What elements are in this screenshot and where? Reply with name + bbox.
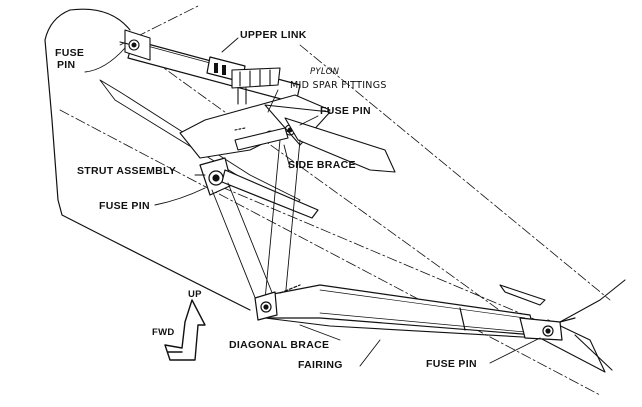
strut-leg-lines bbox=[211, 139, 301, 306]
label-fuse-pin-upper-left-2: PIN bbox=[57, 59, 76, 71]
label-diagonal-brace: DIAGONAL BRACE bbox=[229, 339, 330, 351]
label-mid-spar-fittings: MID SPAR FITTINGS bbox=[290, 80, 387, 91]
label-fairing: FAIRING bbox=[298, 359, 343, 371]
wing-outline bbox=[44, 9, 251, 311]
wing-fin bbox=[284, 117, 396, 173]
pylon-wedge bbox=[499, 279, 626, 371]
upper-link-end-fitting bbox=[119, 29, 151, 61]
label-up: UP bbox=[188, 289, 202, 300]
label-fwd: FWD bbox=[152, 327, 175, 338]
pylon-fitting bbox=[231, 67, 281, 105]
label-fuse-pin-lower-right: FUSE PIN bbox=[426, 358, 477, 370]
diagonal-brace-body bbox=[267, 284, 536, 336]
label-side-brace: SIDE BRACE bbox=[288, 159, 356, 171]
side-brace bbox=[234, 127, 289, 151]
label-fuse-pin-upper-left-1: FUSE bbox=[55, 47, 85, 59]
fairing bbox=[264, 317, 606, 373]
direction-arrow-icon bbox=[164, 299, 206, 361]
label-pylon: PYLON bbox=[310, 67, 340, 77]
wing-top-edge bbox=[69, 8, 131, 31]
diagonal-brace-right-end bbox=[519, 317, 576, 341]
label-fuse-pin-mid-left: FUSE PIN bbox=[99, 200, 150, 212]
label-strut-assembly: STRUT ASSEMBLY bbox=[77, 165, 177, 177]
diagonal-brace-left-end bbox=[254, 284, 301, 321]
leader-lines bbox=[84, 37, 541, 367]
label-fuse-pin-mid-right: FUSE PIN bbox=[320, 105, 371, 117]
label-upper-link: UPPER LINK bbox=[240, 29, 307, 41]
